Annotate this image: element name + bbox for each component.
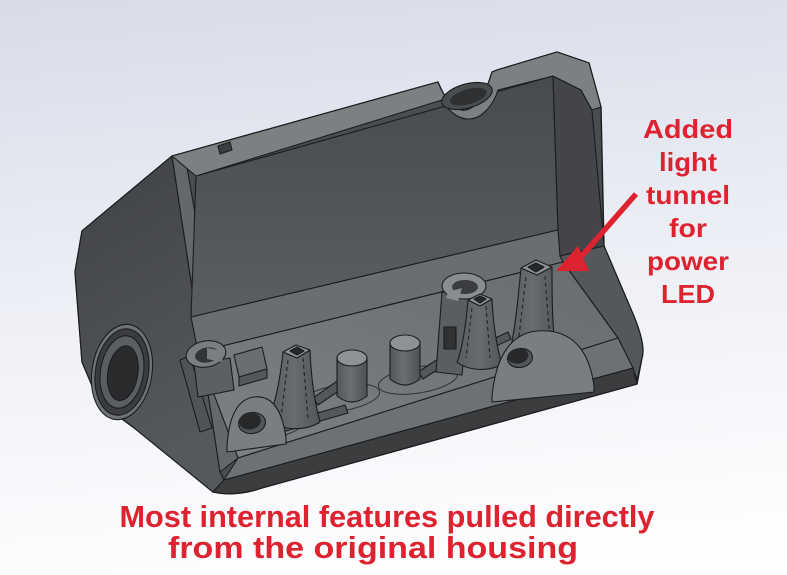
housing-model (74, 51, 644, 495)
mounting-lug-right (491, 330, 595, 403)
callout-line: light (659, 147, 717, 177)
port-hole (106, 345, 139, 401)
standoff-cone-small (456, 293, 503, 370)
caption-line: from the original housing (168, 530, 578, 565)
callout-line: LED (661, 279, 715, 309)
annotations: Added light tunnel for power LED Most in… (120, 114, 734, 565)
led-callout-text: Added light tunnel for power LED (643, 114, 733, 309)
step-boss (233, 346, 268, 387)
standoff-cone-left (267, 344, 321, 430)
front-wall-rim-strip (212, 367, 638, 495)
rim-cable-notch (441, 81, 493, 111)
circular-port (90, 323, 154, 421)
callout-line: power (647, 246, 729, 276)
callout-line: Added (643, 114, 733, 144)
internal-features (179, 259, 595, 453)
rim-small-notch (217, 141, 233, 155)
cylindrical-boss (336, 349, 368, 403)
callout-line: for (669, 213, 707, 243)
led-callout-arrow-icon (556, 192, 639, 271)
mounting-lug-front-left (226, 396, 287, 453)
caption-line: Most internal features pulled directly (120, 499, 656, 534)
caption-text: Most internal features pulled directly f… (120, 499, 656, 565)
cylindrical-boss (389, 334, 421, 386)
callout-line: tunnel (646, 180, 730, 210)
clip-lug-left (185, 340, 235, 398)
